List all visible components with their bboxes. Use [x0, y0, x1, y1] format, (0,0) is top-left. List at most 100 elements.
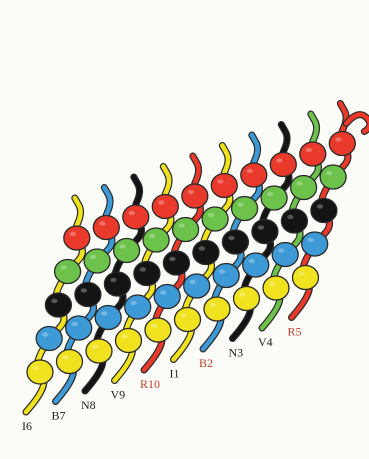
bead [154, 285, 180, 309]
bead [45, 293, 71, 317]
bead [182, 184, 208, 208]
bead [125, 295, 151, 319]
bead-highlight [267, 192, 273, 196]
strand-label-v4: V4 [258, 335, 273, 349]
bead-highlight [121, 334, 127, 338]
strand-label-b7: B7 [52, 409, 66, 423]
bead [143, 228, 169, 252]
bead [184, 274, 210, 298]
bead [84, 249, 110, 273]
bead-highlight [131, 301, 137, 305]
bead-highlight [228, 236, 234, 240]
bead [123, 205, 149, 229]
bead [86, 339, 112, 363]
bead-highlight [247, 169, 253, 173]
bead [202, 207, 228, 231]
strand-label-n8: N8 [81, 398, 96, 412]
strand-label-i1: I1 [170, 367, 180, 381]
bead-highlight [269, 282, 275, 286]
bead-highlight [335, 137, 341, 141]
bead [281, 209, 307, 233]
strand-label-n3: N3 [229, 346, 244, 360]
bead [175, 308, 201, 332]
bead [193, 241, 219, 265]
bead [163, 251, 189, 275]
bead-highlight [190, 280, 196, 284]
strand-label-r10: R10 [140, 377, 160, 391]
bead-highlight [42, 332, 48, 336]
bead [261, 186, 287, 210]
bead-highlight [278, 248, 284, 252]
bead-highlight [178, 223, 184, 227]
strand-label-v9: V9 [111, 388, 126, 402]
bead-highlight [199, 246, 205, 250]
bead-highlight [208, 213, 214, 217]
bead-highlight [110, 278, 116, 282]
bead [173, 218, 199, 242]
bead-highlight [249, 259, 255, 263]
bead [145, 318, 171, 342]
bead [329, 132, 355, 156]
bead [211, 174, 237, 198]
bead [116, 329, 142, 353]
bead [311, 199, 337, 223]
bead-highlight [92, 345, 98, 349]
bead [243, 253, 269, 277]
bead-highlight [210, 303, 216, 307]
bead [241, 163, 267, 187]
bead [234, 287, 260, 311]
bead-highlight [239, 292, 245, 296]
bead-highlight [81, 288, 87, 292]
bead-highlight [129, 211, 135, 215]
strand-label-r5: R5 [288, 325, 302, 339]
bead-highlight [306, 148, 312, 152]
bead [272, 243, 298, 267]
bead [300, 142, 326, 166]
bead [213, 264, 239, 288]
bead [27, 360, 53, 384]
bead-highlight [119, 244, 125, 248]
bead-highlight [317, 204, 323, 208]
bead [263, 276, 289, 300]
bead [104, 272, 130, 296]
bead-highlight [151, 324, 157, 328]
bead-highlight [237, 202, 243, 206]
bead-highlight [33, 366, 39, 370]
bead [222, 230, 248, 254]
bead-highlight [70, 232, 76, 236]
bead-highlight [219, 269, 225, 273]
bead [252, 220, 278, 244]
bead [93, 216, 119, 240]
bead-highlight [180, 313, 186, 317]
bead-highlight [308, 238, 314, 242]
bead-highlight [326, 171, 332, 175]
bead-highlight [276, 158, 282, 162]
bead [320, 165, 346, 189]
bead [95, 306, 121, 330]
bead-highlight [149, 234, 155, 238]
bead [302, 232, 328, 256]
bead-highlight [287, 215, 293, 219]
bead-highlight [296, 181, 302, 185]
bead-highlight [217, 179, 223, 183]
strand-label-b2: B2 [199, 356, 213, 370]
bead [64, 226, 90, 250]
bead [293, 266, 319, 290]
bead-highlight [160, 290, 166, 294]
bead [134, 262, 160, 286]
bead-highlight [62, 355, 68, 359]
bead [270, 153, 296, 177]
bead-highlight [188, 190, 194, 194]
bead-highlight [51, 299, 57, 303]
bead [36, 327, 62, 351]
bead [204, 297, 230, 321]
bead-highlight [158, 200, 164, 204]
bead-highlight [101, 311, 107, 315]
bead-highlight [258, 225, 264, 229]
bead [232, 197, 258, 221]
bead [66, 316, 92, 340]
bead-highlight [140, 267, 146, 271]
bead-highlight [298, 271, 304, 275]
